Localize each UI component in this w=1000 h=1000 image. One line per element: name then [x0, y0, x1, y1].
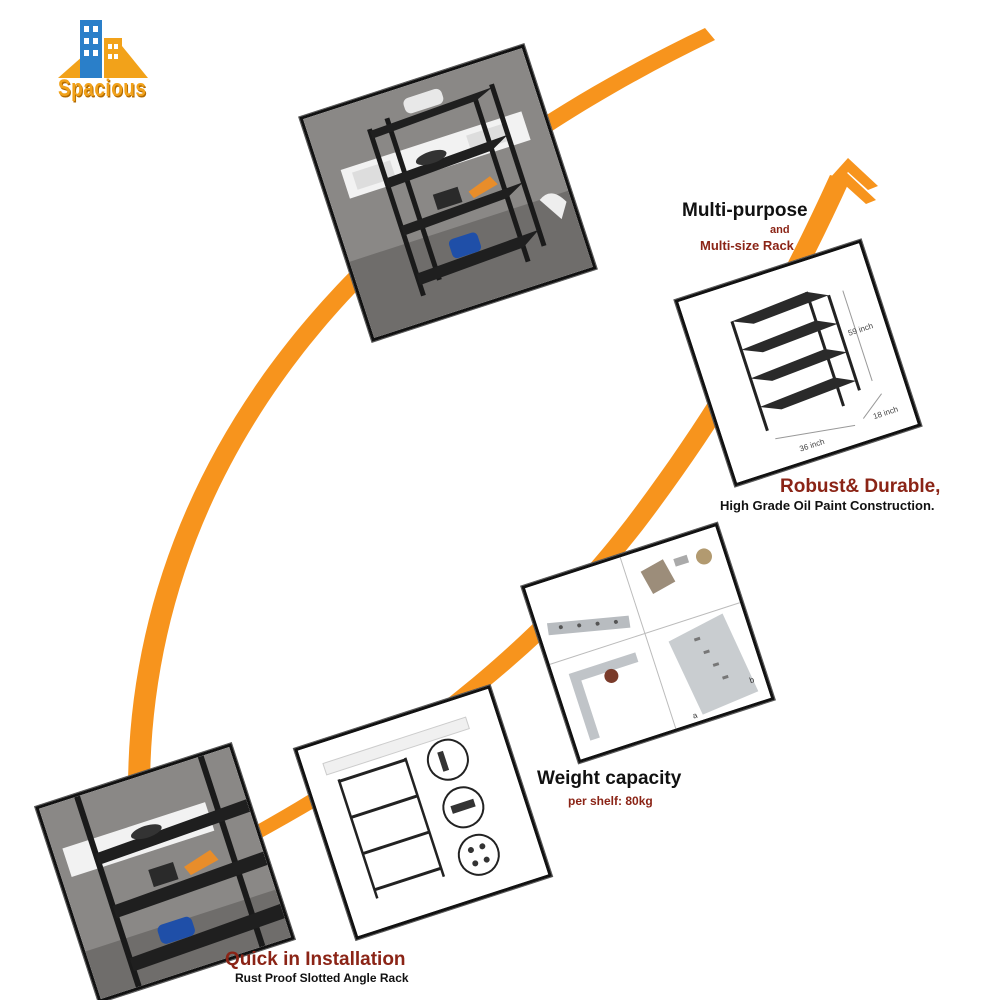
part-label-b: b — [748, 675, 756, 685]
rack-dimensions-card: 59 inch 36 inch 18 inch — [674, 239, 922, 487]
rack-room-image-closeup — [38, 746, 292, 1000]
weight-title: Weight capacity — [537, 768, 682, 789]
brand-name: Spacious — [58, 76, 147, 103]
multipurpose-connector: and — [770, 224, 790, 236]
rack-room-image — [303, 48, 593, 338]
bolt-icon — [640, 548, 712, 595]
rack-dimension-drawing: 59 inch 36 inch 18 inch — [678, 243, 918, 483]
installation-diagram-card — [293, 685, 553, 940]
installation-title: Quick in Installation — [225, 949, 406, 970]
building-icon — [58, 20, 148, 78]
robust-subtitle: High Grade Oil Paint Construction. — [720, 498, 935, 513]
bolt-detail-icon — [457, 833, 500, 876]
part-label-a: a — [691, 710, 699, 720]
rack-photo-bottom — [35, 743, 295, 1000]
multipurpose-title: Multi-purpose — [682, 200, 808, 221]
rack-parts-card: a b — [521, 522, 775, 764]
robust-title: Robust& Durable, — [780, 476, 941, 497]
rack-parts-grid: a b — [525, 526, 771, 760]
corner-joint-icon — [568, 652, 639, 741]
angle-bar-icon — [546, 615, 631, 636]
installation-subtitle: Rust Proof Slotted Angle Rack — [235, 971, 409, 985]
rack-photo-top — [299, 44, 597, 342]
multipurpose-subtitle: Multi-size Rack — [700, 238, 794, 253]
joint-detail-icon — [426, 738, 469, 781]
slotted-angle-icon: a b — [668, 613, 759, 721]
brand-logo: Spacious — [52, 8, 152, 103]
installation-drawing — [297, 688, 549, 937]
weight-subtitle: per shelf: 80kg — [568, 794, 653, 808]
